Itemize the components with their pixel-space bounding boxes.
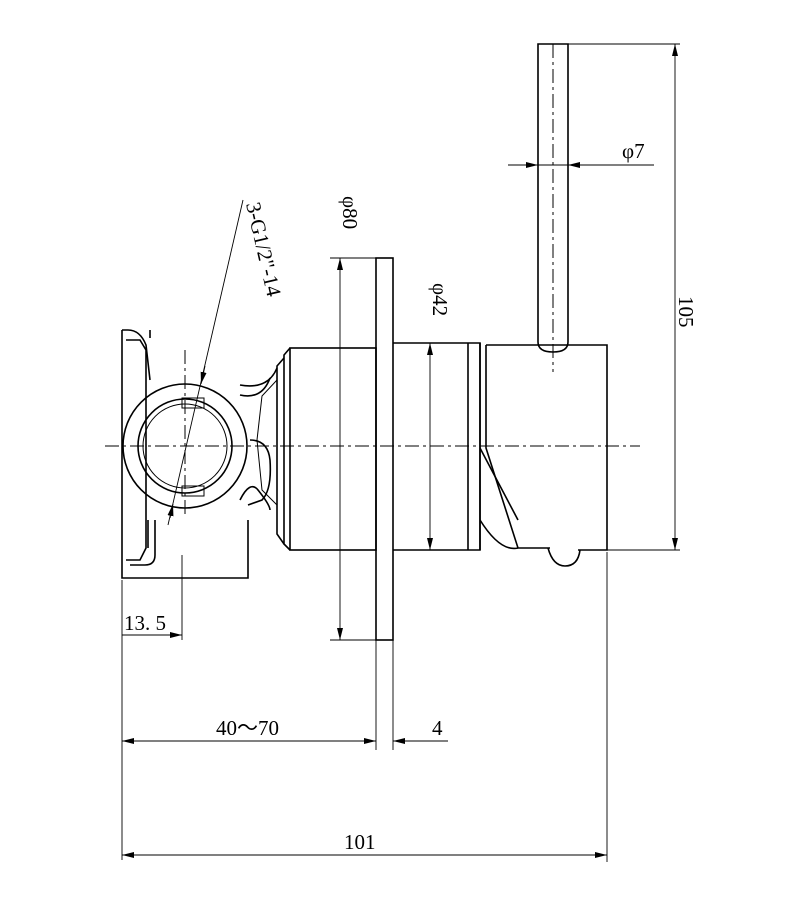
port-housing xyxy=(121,329,249,579)
cartridge-housing xyxy=(256,347,377,551)
label-105: 105 xyxy=(674,296,698,328)
label-phi42: φ42 xyxy=(428,283,452,316)
dim-phi80 xyxy=(330,257,376,641)
label-40-70: 40～70 xyxy=(216,716,279,740)
connector-neck xyxy=(239,367,278,511)
dim-40-70 xyxy=(122,640,394,750)
handle-hub xyxy=(479,344,608,567)
dim-105 xyxy=(568,43,680,551)
port-ring xyxy=(122,383,248,509)
label-phi80: φ80 xyxy=(338,196,362,229)
wall-plate xyxy=(375,257,394,641)
dim-13-5 xyxy=(121,555,183,860)
label-101: 101 xyxy=(344,830,376,854)
thread-leader xyxy=(167,199,244,526)
lever-handle xyxy=(537,43,569,353)
label-phi7: φ7 xyxy=(622,139,645,163)
label-13-5: 13. 5 xyxy=(124,611,166,635)
valve-body xyxy=(393,342,481,551)
dim-101 xyxy=(122,552,608,862)
label-thread: 3-G1/2"-14 xyxy=(241,200,286,299)
label-4: 4 xyxy=(432,716,443,740)
